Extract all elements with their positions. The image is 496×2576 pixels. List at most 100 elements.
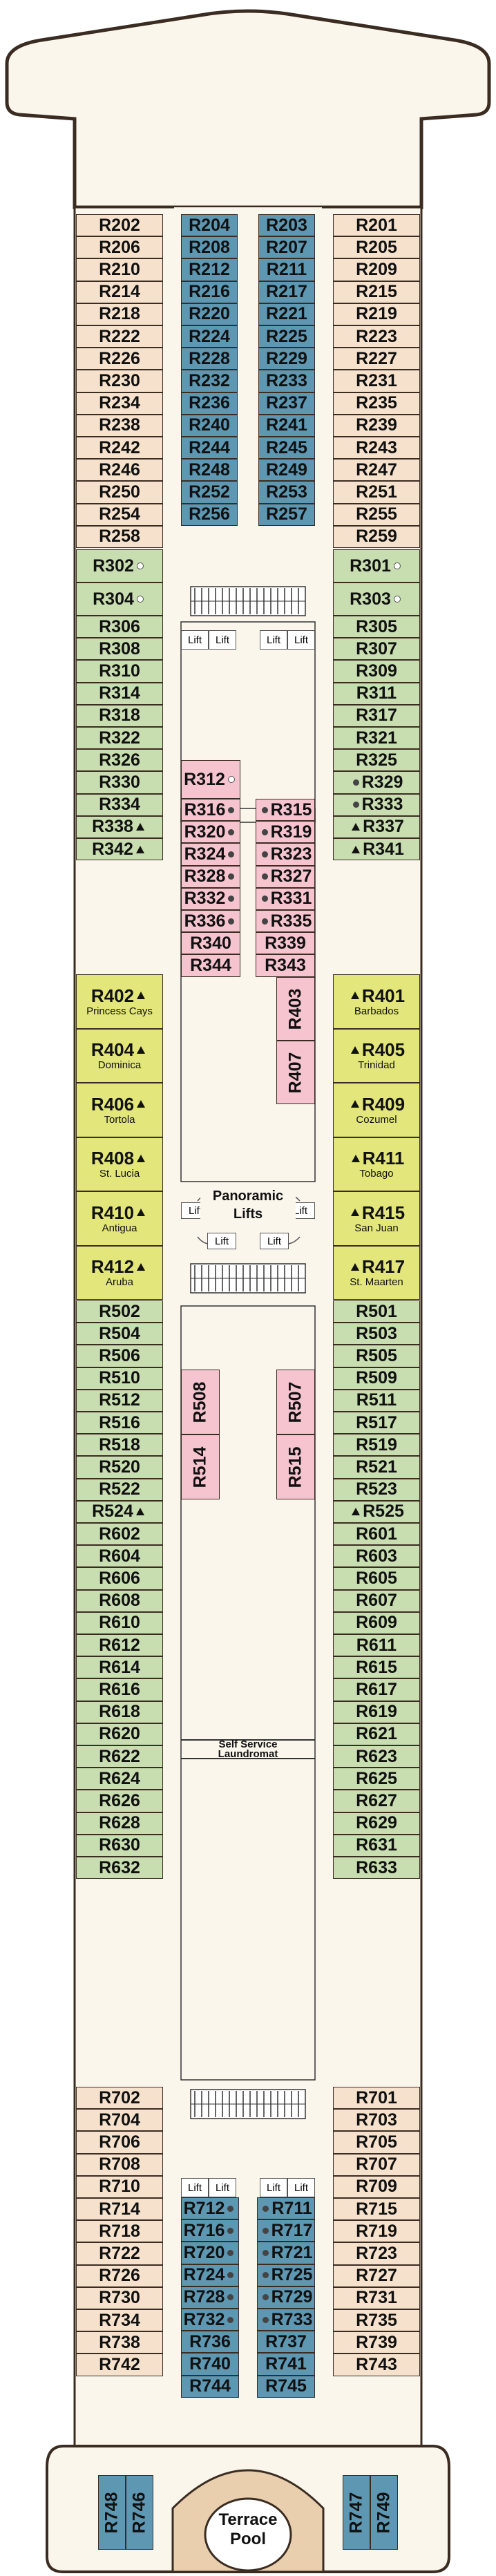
cabin-r311[interactable]: R311	[333, 682, 420, 705]
cabin-r328[interactable]: R328	[181, 865, 240, 888]
cabin-r332[interactable]: R332	[181, 887, 240, 910]
cabin-r521[interactable]: R521	[333, 1456, 420, 1479]
cabin-r309[interactable]: R309	[333, 660, 420, 683]
cabin-r230[interactable]: R230	[76, 370, 163, 392]
cabin-r503[interactable]: R503	[333, 1323, 420, 1345]
cabin-r312[interactable]: R312	[181, 760, 240, 799]
cabin-r739[interactable]: R739	[333, 2331, 420, 2354]
cabin-r737[interactable]: R737	[257, 2331, 315, 2354]
cabin-r226[interactable]: R226	[76, 348, 163, 370]
cabin-r302[interactable]: R302	[76, 549, 163, 583]
cabin-r215[interactable]: R215	[333, 281, 420, 303]
cabin-r407[interactable]: R407	[276, 1041, 315, 1104]
cabin-r725[interactable]: R725	[257, 2264, 315, 2286]
cabin-r517[interactable]: R517	[333, 1412, 420, 1434]
cabin-r601[interactable]: R601	[333, 1523, 420, 1546]
cabin-r225[interactable]: R225	[258, 325, 315, 348]
cabin-r258[interactable]: R258	[76, 525, 163, 548]
cabin-r621[interactable]: R621	[333, 1723, 420, 1745]
cabin-r745[interactable]: R745	[257, 2375, 315, 2398]
cabin-r718[interactable]: R718	[76, 2220, 163, 2243]
cabin-r259[interactable]: R259	[333, 525, 420, 548]
cabin-r728[interactable]: R728	[181, 2286, 239, 2309]
cabin-r605[interactable]: R605	[333, 1567, 420, 1590]
cabin-r515[interactable]: R515	[276, 1434, 315, 1499]
cabin-r335[interactable]: R335	[256, 910, 315, 933]
cabin-r338[interactable]: R338	[76, 815, 163, 838]
cabin-r204[interactable]: R204	[181, 214, 238, 237]
cabin-r217[interactable]: R217	[258, 281, 315, 303]
cabin-r234[interactable]: R234	[76, 392, 163, 415]
cabin-r214[interactable]: R214	[76, 281, 163, 303]
cabin-r507[interactable]: R507	[276, 1370, 315, 1434]
cabin-r203[interactable]: R203	[258, 214, 315, 237]
cabin-r218[interactable]: R218	[76, 303, 163, 325]
cabin-r734[interactable]: R734	[76, 2309, 163, 2332]
cabin-r710[interactable]: R710	[76, 2175, 163, 2198]
cabin-r303[interactable]: R303	[333, 583, 420, 616]
cabin-r744[interactable]: R744	[181, 2375, 239, 2398]
cabin-r523[interactable]: R523	[333, 1478, 420, 1501]
cabin-r615[interactable]: R615	[333, 1656, 420, 1679]
cabin-r731[interactable]: R731	[333, 2286, 420, 2309]
cabin-r512[interactable]: R512	[76, 1389, 163, 1412]
cabin-r229[interactable]: R229	[258, 348, 315, 370]
cabin-r304[interactable]: R304	[76, 583, 163, 616]
cabin-r742[interactable]: R742	[76, 2354, 163, 2376]
cabin-r254[interactable]: R254	[76, 503, 163, 526]
cabin-r248[interactable]: R248	[181, 459, 238, 482]
cabin-r210[interactable]: R210	[76, 258, 163, 281]
cabin-r242[interactable]: R242	[76, 437, 163, 460]
cabin-r206[interactable]: R206	[76, 236, 163, 259]
cabin-r715[interactable]: R715	[333, 2198, 420, 2221]
cabin-r255[interactable]: R255	[333, 503, 420, 526]
cabin-r736[interactable]: R736	[181, 2331, 239, 2354]
cabin-r330[interactable]: R330	[76, 771, 163, 794]
cabin-r339[interactable]: R339	[256, 932, 315, 955]
cabin-r305[interactable]: R305	[333, 616, 420, 638]
cabin-r741[interactable]: R741	[257, 2353, 315, 2376]
cabin-r247[interactable]: R247	[333, 459, 420, 482]
cabin-r603[interactable]: R603	[333, 1545, 420, 1568]
cabin-r502[interactable]: R502	[76, 1300, 163, 1323]
cabin-r316[interactable]: R316	[181, 799, 240, 822]
cabin-r723[interactable]: R723	[333, 2242, 420, 2265]
cabin-r333[interactable]: R333	[333, 793, 420, 816]
cabin-r704[interactable]: R704	[76, 2109, 163, 2132]
cabin-r514[interactable]: R514	[181, 1434, 220, 1499]
cabin-r219[interactable]: R219	[333, 303, 420, 325]
cabin-r249[interactable]: R249	[258, 459, 315, 482]
cabin-r235[interactable]: R235	[333, 392, 420, 415]
cabin-r318[interactable]: R318	[76, 704, 163, 727]
cabin-r630[interactable]: R630	[76, 1834, 163, 1857]
cabin-r706[interactable]: R706	[76, 2131, 163, 2154]
cabin-r504[interactable]: R504	[76, 1323, 163, 1345]
cabin-r516[interactable]: R516	[76, 1412, 163, 1434]
cabin-r714[interactable]: R714	[76, 2198, 163, 2221]
cabin-r257[interactable]: R257	[258, 503, 315, 526]
cabin-r703[interactable]: R703	[333, 2109, 420, 2132]
cabin-r317[interactable]: R317	[333, 704, 420, 727]
cabin-r505[interactable]: R505	[333, 1345, 420, 1367]
cabin-r301[interactable]: R301	[333, 549, 420, 583]
cabin-r231[interactable]: R231	[333, 370, 420, 392]
cabin-r307[interactable]: R307	[333, 638, 420, 661]
cabin-r227[interactable]: R227	[333, 348, 420, 370]
cabin-r207[interactable]: R207	[258, 236, 315, 259]
cabin-r233[interactable]: R233	[258, 370, 315, 392]
cabin-r623[interactable]: R623	[333, 1745, 420, 1768]
cabin-r722[interactable]: R722	[76, 2242, 163, 2265]
cabin-r314[interactable]: R314	[76, 682, 163, 705]
cabin-r726[interactable]: R726	[76, 2264, 163, 2287]
cabin-r224[interactable]: R224	[181, 325, 238, 348]
cabin-r222[interactable]: R222	[76, 325, 163, 348]
cabin-r611[interactable]: R611	[333, 1634, 420, 1657]
cabin-r602[interactable]: R602	[76, 1523, 163, 1546]
